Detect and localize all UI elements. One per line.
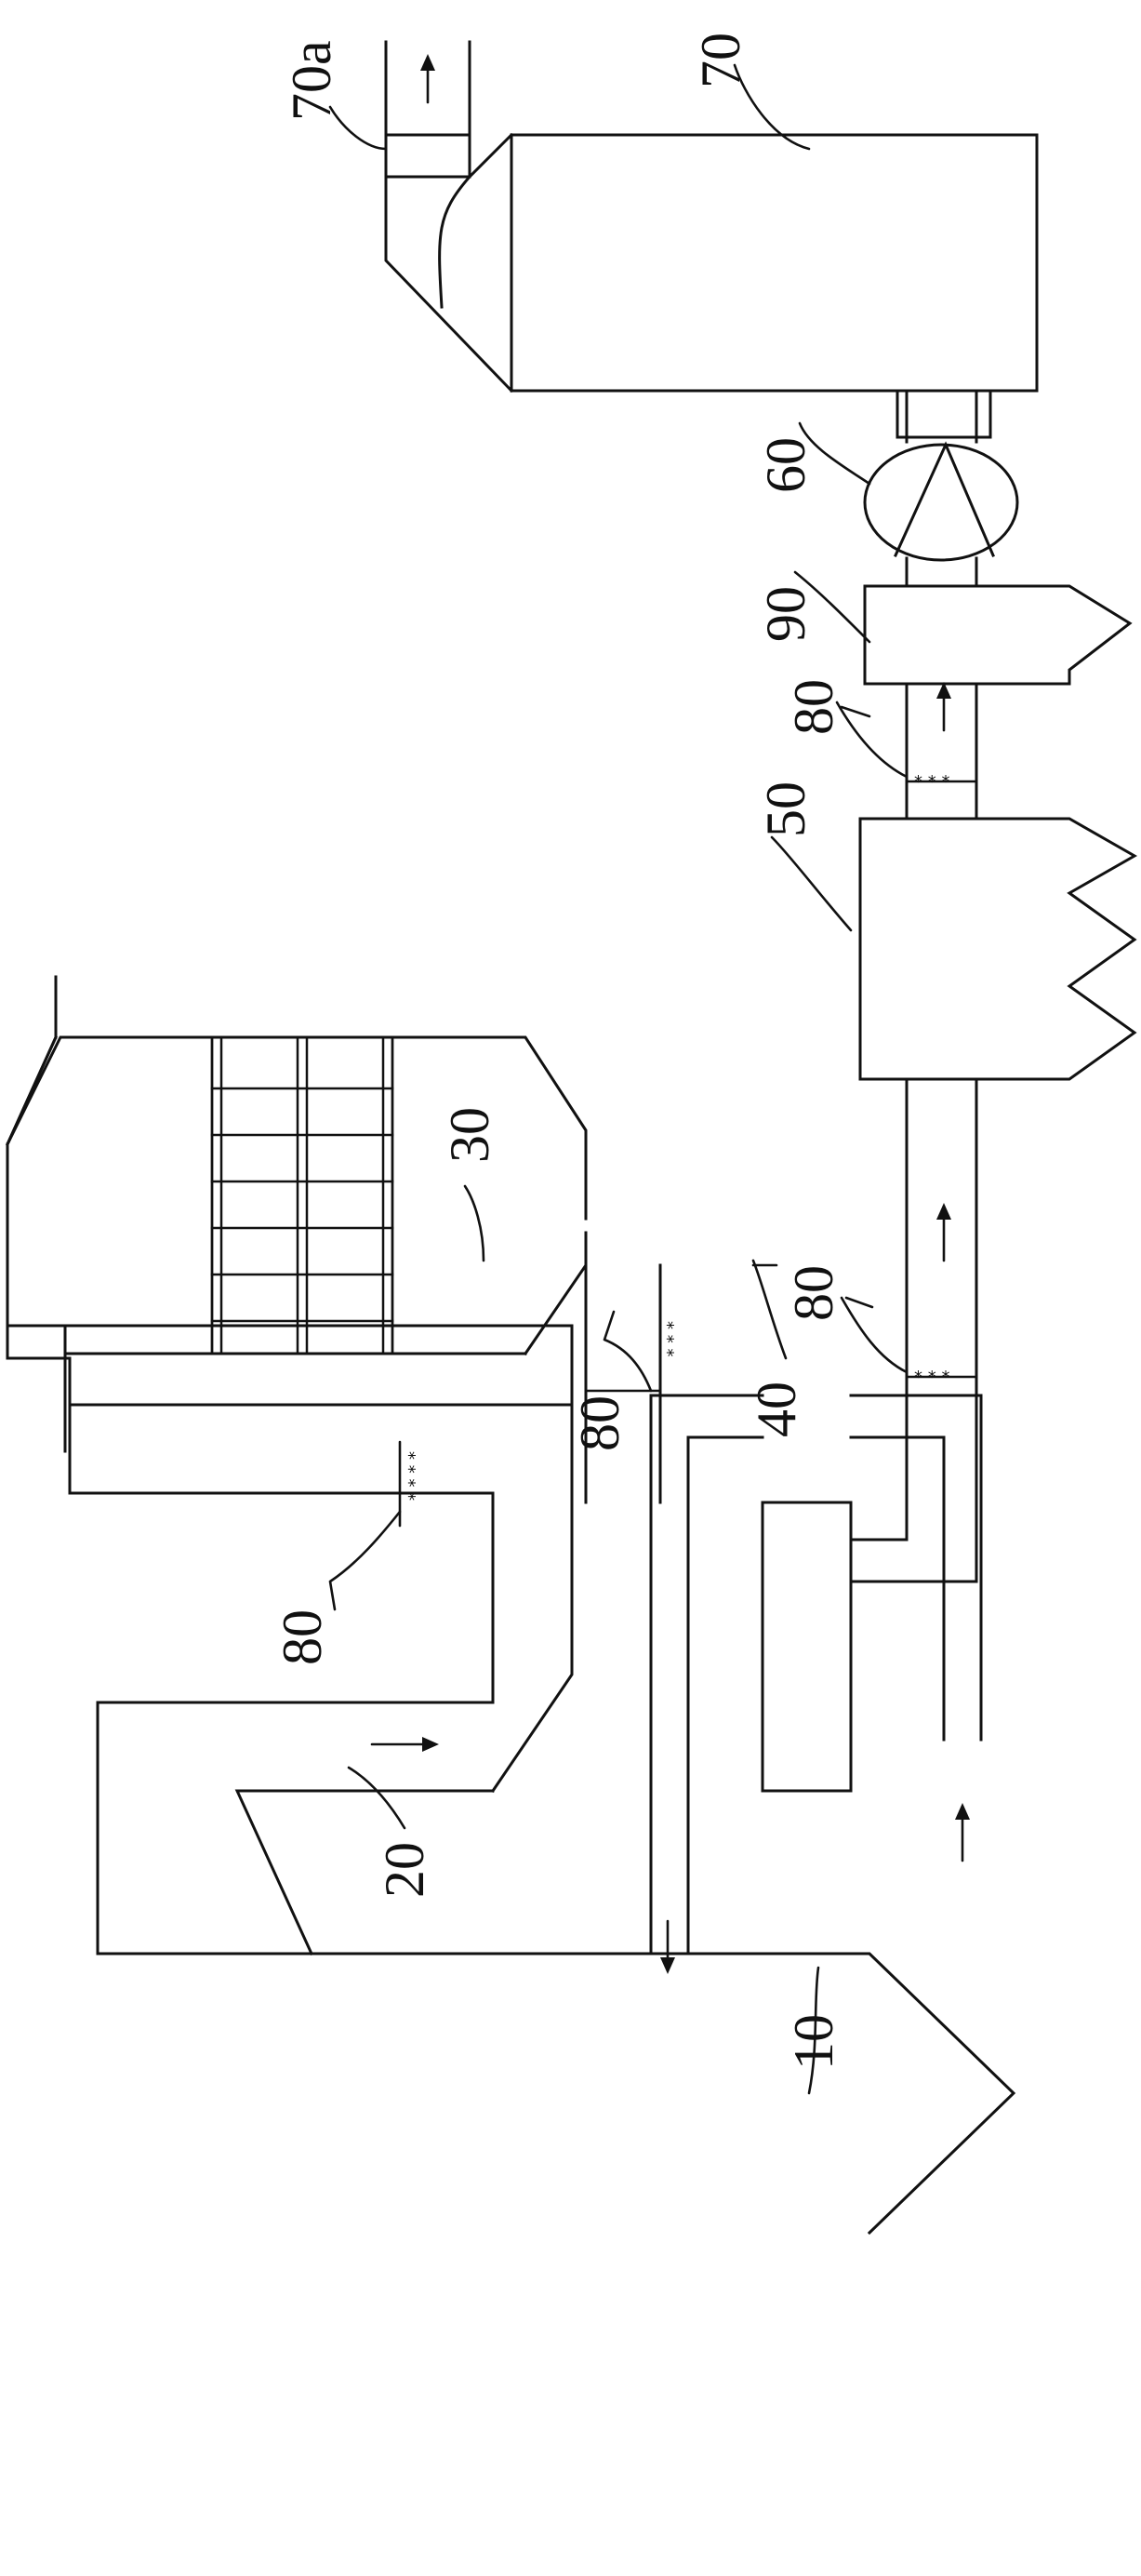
injection-nozzles: * * * * * * * * * * * * * <box>398 772 978 1528</box>
duct-boiler-to-scr <box>6 1035 574 1407</box>
svg-text:* * * *: * * * * <box>399 1451 418 1501</box>
tower-outlet-70a <box>384 40 514 394</box>
separator-90 <box>863 584 1133 686</box>
svg-text:* * *: * * * <box>914 1368 949 1387</box>
leader-lines <box>328 63 909 2095</box>
svg-text:* * *: * * * <box>657 1321 677 1356</box>
label-70: 70 <box>690 33 751 88</box>
fan-60 <box>863 443 1019 562</box>
flow-arrows <box>370 54 970 1974</box>
boiler-10 <box>6 975 1016 2236</box>
label-80-c: 80 <box>569 1395 630 1451</box>
desulfurization-tower-70 <box>510 133 1039 439</box>
fan-impeller <box>894 441 995 557</box>
dust-collector-50 <box>858 817 1138 1081</box>
label-30: 30 <box>439 1107 500 1163</box>
catalyst-layers <box>210 1035 394 1355</box>
label-80-a: 80 <box>783 679 844 735</box>
label-80-d: 80 <box>272 1609 333 1665</box>
label-90: 90 <box>755 586 816 642</box>
duct-collector-to-separator <box>905 682 978 821</box>
label-80-b: 80 <box>783 1265 844 1321</box>
label-20: 20 <box>374 1842 435 1898</box>
label-70a: 70a <box>281 40 342 121</box>
svg-text:* * *: * * * <box>914 772 949 792</box>
labels: 10 20 30 40 50 60 70 70a 80 80 80 80 90 <box>272 33 844 2070</box>
duct-preheater-to-collector <box>849 1077 978 1583</box>
label-10: 10 <box>783 2014 844 2070</box>
label-40: 40 <box>746 1381 807 1437</box>
air-lines <box>649 1394 983 1955</box>
label-60: 60 <box>755 437 816 493</box>
duct-separator-to-fan <box>905 389 978 588</box>
economizer-20 <box>234 1324 574 1955</box>
label-50: 50 <box>755 781 816 837</box>
air-preheater-40 <box>761 1501 853 1793</box>
